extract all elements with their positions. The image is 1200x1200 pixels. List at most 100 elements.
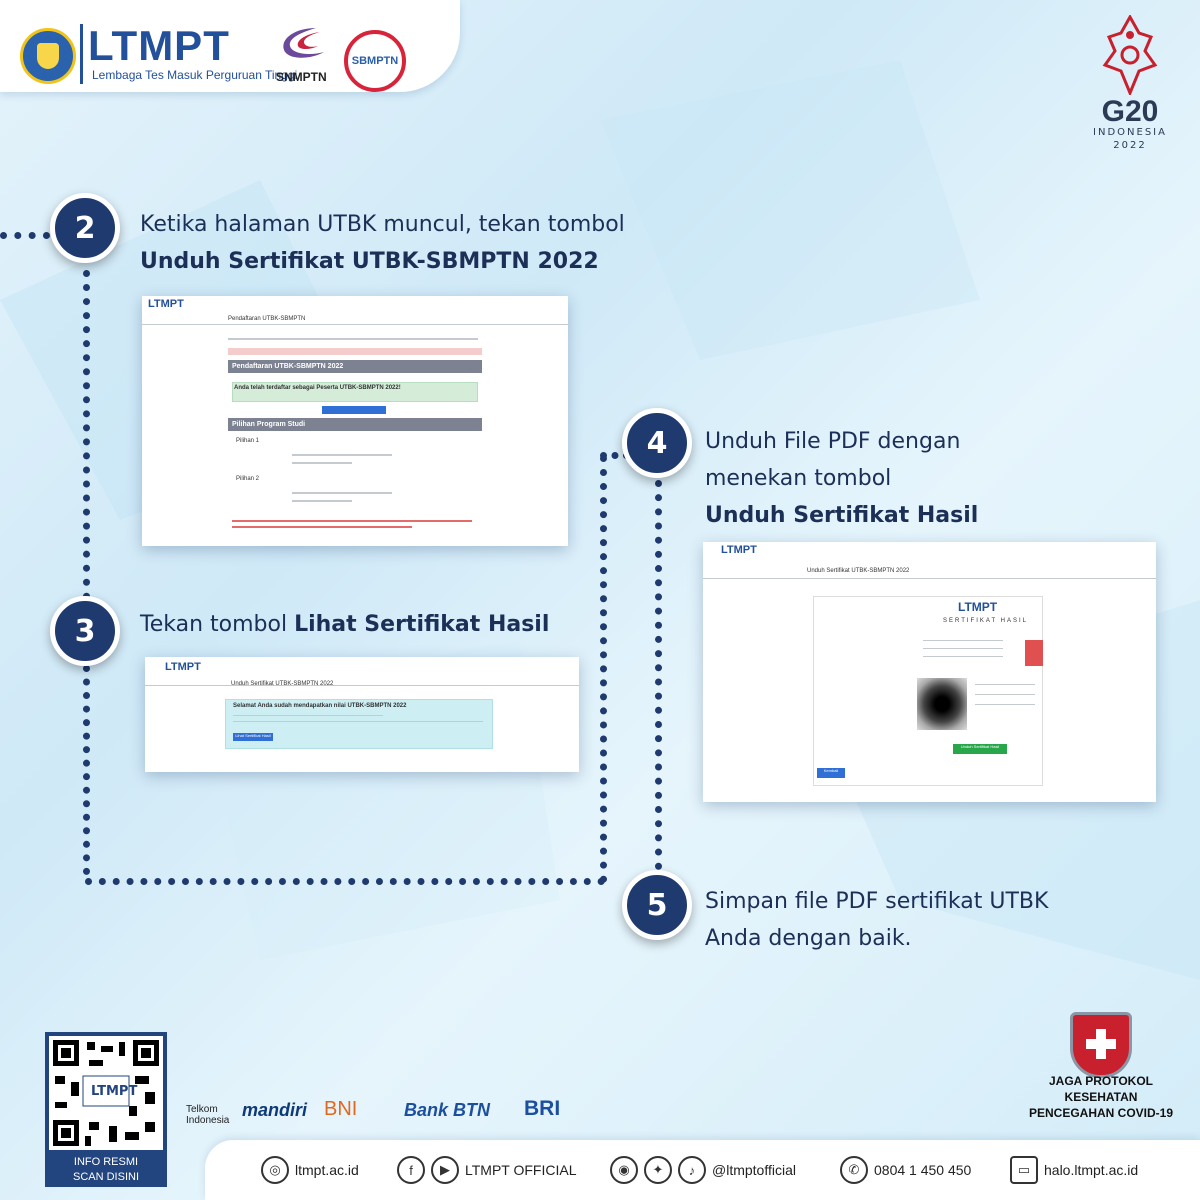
- cert-title: SERTIFIKAT HASIL: [943, 618, 1029, 624]
- g20-ornament-icon: [1102, 15, 1158, 95]
- footer-website[interactable]: ◎ ltmpt.ac.id: [261, 1140, 359, 1200]
- step-5-line-1: Simpan file PDF sertifikat UTBK: [705, 889, 1049, 914]
- qr-label-scan: SCAN DISINI: [72, 1171, 139, 1183]
- back-button[interactable]: Kembali: [817, 768, 845, 778]
- step-4-bold: Unduh Sertifikat Hasil: [705, 503, 979, 528]
- twitter-icon: ✦: [644, 1156, 672, 1184]
- warning-text: [232, 526, 412, 528]
- official-text: LTMPT OFFICIAL: [465, 1162, 577, 1178]
- mini-ltmpt-logo: LTMPT: [165, 661, 201, 673]
- step-3-badge: 3: [50, 596, 120, 666]
- header-bar: LTMPT Lembaga Tes Masuk Perguruan Tinggi…: [0, 0, 460, 92]
- qr-ltmpt-logo: LTMPT: [91, 1084, 138, 1099]
- snmptn-logo-icon: [283, 28, 324, 58]
- brand-subtitle: Lembaga Tes Masuk Perguruan Tinggi: [92, 68, 298, 82]
- mini-ltmpt-logo: LTMPT: [721, 544, 757, 556]
- s4-page-title: Unduh Sertifikat UTBK-SBMPTN 2022: [807, 568, 910, 574]
- cert-row: [975, 694, 1035, 695]
- step-3-bold: Lihat Sertifikat Hasil: [294, 612, 550, 637]
- step-4-badge: 4: [622, 408, 692, 478]
- youtube-icon: ▶: [431, 1156, 459, 1184]
- step-3-text: Tekan tombol Lihat Sertifikat Hasil: [140, 606, 600, 643]
- sponsor-btn: Bank BTN: [404, 1100, 491, 1120]
- step-5-badge: 5: [622, 870, 692, 940]
- connector-line: [83, 270, 90, 600]
- globe-icon: ◎: [261, 1156, 289, 1184]
- s2-choice-2: Pilihan 2: [236, 476, 260, 482]
- cert-row: [923, 648, 1003, 649]
- footer-social[interactable]: ◉ ✦ ♪ @ltmptofficial: [610, 1140, 796, 1200]
- header-divider: [80, 24, 83, 84]
- laptop-icon: ▭: [1010, 1156, 1038, 1184]
- footer-official[interactable]: f ▶ LTMPT OFFICIAL: [397, 1140, 577, 1200]
- step-2-bold: Unduh Sertifikat UTBK-SBMPTN 2022: [140, 249, 599, 274]
- row-line: [292, 492, 392, 494]
- qr-code-icon: [49, 1036, 163, 1150]
- nav-divider: [703, 578, 1156, 579]
- facebook-icon: f: [397, 1156, 425, 1184]
- step-4-text: Unduh File PDF dengan menekan tombol Und…: [705, 423, 1105, 534]
- step-3-line: Tekan tombol: [140, 612, 295, 637]
- connector-line: [600, 455, 607, 883]
- cert-photo: [1025, 640, 1043, 666]
- footer-phone[interactable]: ✆ 0804 1 450 450: [840, 1140, 971, 1200]
- sponsor-telkom: Telkom Indonesia: [186, 1104, 230, 1126]
- footer-helpdesk[interactable]: ▭ halo.ltmpt.ac.id: [1010, 1140, 1138, 1200]
- kemdikbud-logo-icon: [20, 28, 76, 84]
- connector-line: [655, 480, 662, 870]
- screenshot-step-4: LTMPT Unduh Sertifikat UTBK-SBMPTN 2022 …: [703, 542, 1156, 802]
- website-text: ltmpt.ac.id: [295, 1162, 359, 1178]
- s2-choice-1: Pilihan 1: [236, 438, 260, 444]
- nav-divider: [142, 324, 568, 325]
- view-certificate-button[interactable]: Lihat Sertifikat Hasil: [233, 733, 273, 741]
- cert-row: [923, 656, 1003, 657]
- g20-year: 2022: [1113, 140, 1147, 151]
- screenshot-step-3: LTMPT Unduh Sertifikat UTBK-SBMPTN 2022 …: [145, 657, 579, 772]
- sponsor-mandiri: mandiri: [242, 1100, 308, 1120]
- covid-line-1: JAGA PROTOKOL: [1048, 1074, 1153, 1088]
- connector-line: [83, 665, 90, 875]
- helpdesk-text: halo.ltmpt.ac.id: [1044, 1162, 1139, 1178]
- download-result-certificate-button[interactable]: Unduh Sertifikat Hasil: [953, 744, 1007, 754]
- step-2-badge: 2: [50, 193, 120, 263]
- warning-text: [232, 520, 472, 522]
- sbmptn-label: SBMPTN: [351, 55, 399, 67]
- phone-icon: ✆: [840, 1156, 868, 1184]
- row-line: [292, 500, 352, 502]
- qr-code-panel[interactable]: LTMPT INFO RESMI SCAN DISINI: [45, 1032, 167, 1187]
- info-text: [233, 721, 483, 722]
- s3-page-title: Unduh Sertifikat UTBK-SBMPTN 2022: [231, 681, 334, 687]
- progress-track: [228, 338, 478, 340]
- cert-row: [975, 704, 1035, 705]
- cert-row: [923, 640, 1003, 641]
- mini-ltmpt-logo: LTMPT: [148, 298, 184, 310]
- s2-notice: Anda telah terdaftar sebagai Peserta UTB…: [234, 385, 401, 391]
- s2-page-title: Pendaftaran UTBK-SBMPTN: [228, 316, 306, 322]
- covid-protocol-badge: JAGA PROTOKOL KESEHATAN PENCEGAHAN COVID…: [1018, 1010, 1184, 1120]
- s3-notice: Selamat Anda sudah mendapatkan nilai UTB…: [233, 703, 407, 709]
- cert-row: [975, 684, 1035, 685]
- sponsor-bni: BNI: [324, 1098, 358, 1120]
- cert-logo: LTMPT: [958, 600, 998, 614]
- info-text: [233, 715, 383, 716]
- handle-text: @ltmptofficial: [712, 1162, 796, 1178]
- connector-line: [85, 878, 605, 885]
- tiktok-icon: ♪: [678, 1156, 706, 1184]
- g20-logo: G20 INDONESIA 2022: [1085, 15, 1175, 155]
- s2-section-bar: Pendaftaran UTBK-SBMPTN 2022: [228, 360, 482, 373]
- s2-program-bar: Pilihan Program Studi: [228, 418, 482, 431]
- alert-bar: [228, 348, 482, 355]
- step-2-text: Ketika halaman UTBK muncul, tekan tombol…: [140, 206, 740, 280]
- row-line: [292, 454, 392, 456]
- snmptn-label: SNMPTN: [276, 70, 327, 84]
- s2-success-box: [232, 382, 478, 402]
- cert-qr-code: [917, 678, 967, 730]
- download-certificate-button[interactable]: [322, 406, 386, 414]
- instagram-icon: ◉: [610, 1156, 638, 1184]
- covid-line-2: KESEHATAN: [1064, 1090, 1138, 1104]
- row-line: [292, 462, 352, 464]
- g20-title: G20: [1101, 95, 1159, 128]
- sponsor-bri: BRI: [524, 1097, 561, 1120]
- sbmptn-logo-icon: SBMPTN: [344, 30, 406, 92]
- connector-line: [600, 452, 630, 459]
